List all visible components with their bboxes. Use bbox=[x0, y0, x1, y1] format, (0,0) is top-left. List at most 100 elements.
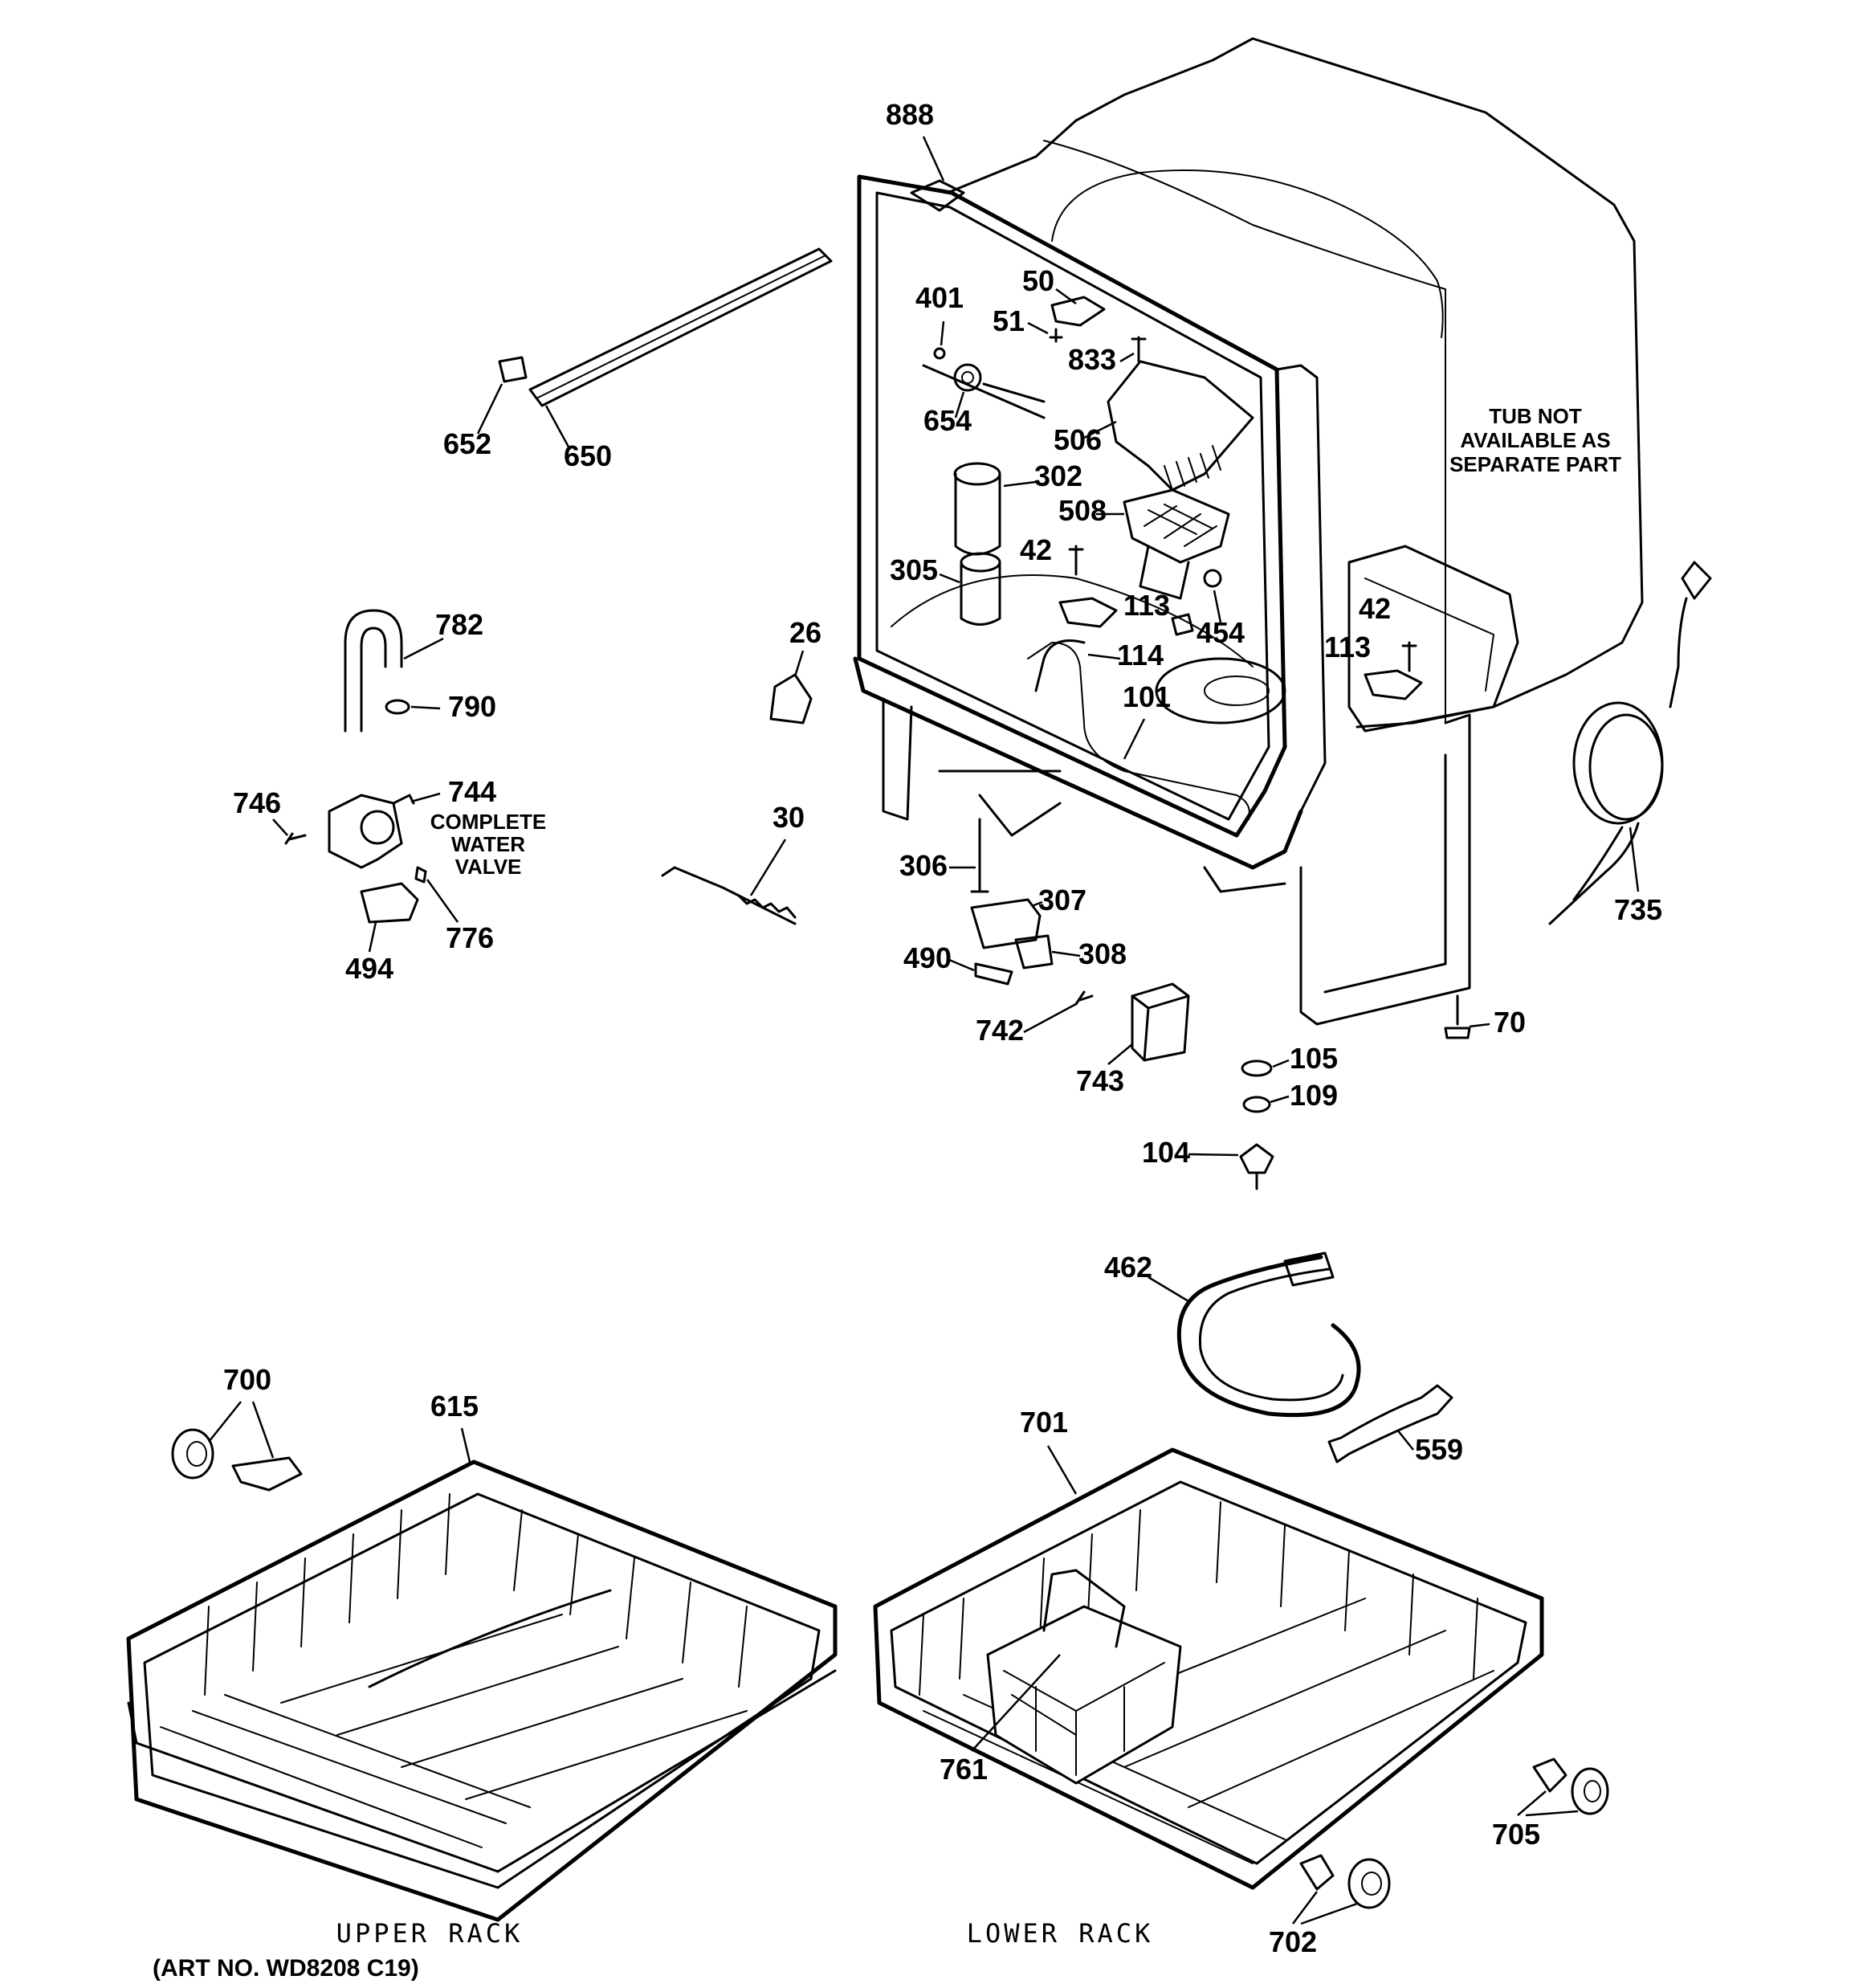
leader-702a bbox=[1292, 1891, 1318, 1925]
part-650-rail-detail bbox=[537, 255, 826, 398]
part-508-grid bbox=[1143, 504, 1217, 547]
part-735-coil-a bbox=[1572, 701, 1664, 825]
leader-104 bbox=[1188, 1153, 1239, 1157]
part-744-valve-port bbox=[360, 810, 395, 845]
part-305-cylinder bbox=[960, 561, 1001, 626]
part-50-bracket bbox=[1050, 296, 1106, 327]
leader-50 bbox=[1055, 288, 1077, 305]
part-508-stem bbox=[1139, 545, 1190, 600]
part-782-hose bbox=[344, 609, 403, 733]
part-label-746: 746 bbox=[233, 786, 281, 819]
part-label-790: 790 bbox=[448, 690, 496, 723]
part-700-wheel bbox=[171, 1428, 214, 1480]
upper-rack-outline bbox=[126, 1459, 838, 1922]
leader-650 bbox=[544, 405, 572, 451]
leader-702b bbox=[1300, 1902, 1358, 1925]
part-559-hose bbox=[1327, 1384, 1453, 1463]
part-705-wheel-hub bbox=[1584, 1780, 1601, 1802]
part-label-508: 508 bbox=[1058, 494, 1107, 527]
leader-lines bbox=[208, 136, 1640, 1925]
tub-base-legs bbox=[882, 697, 1286, 893]
tub-shell bbox=[946, 37, 1644, 729]
part-label-702: 702 bbox=[1269, 1925, 1317, 1958]
leader-790 bbox=[410, 705, 441, 710]
leader-742 bbox=[1023, 1002, 1077, 1034]
part-104-foot bbox=[1239, 1143, 1274, 1190]
part-label-308: 308 bbox=[1078, 937, 1127, 970]
part-776-fitting bbox=[414, 866, 427, 884]
part-label-105: 105 bbox=[1290, 1042, 1338, 1075]
part-702-wheel bbox=[1347, 1858, 1391, 1909]
part-743-box bbox=[1131, 982, 1190, 1062]
leader-109 bbox=[1270, 1095, 1290, 1104]
part-label-615: 615 bbox=[430, 1390, 479, 1423]
leader-833 bbox=[1119, 352, 1135, 363]
part-42-screw-b bbox=[1401, 641, 1417, 672]
part-label-652: 652 bbox=[443, 427, 491, 460]
part-454-disc bbox=[1203, 569, 1222, 588]
part-label-401: 401 bbox=[915, 281, 964, 314]
leader-744 bbox=[410, 792, 441, 803]
part-label-51: 51 bbox=[993, 304, 1025, 337]
part-70-leveling-leg bbox=[1444, 994, 1471, 1039]
part-label-782: 782 bbox=[435, 608, 483, 641]
leader-30 bbox=[749, 839, 787, 896]
part-302-cylinder bbox=[954, 472, 1001, 556]
part-742-screw bbox=[1074, 990, 1094, 1006]
valve-note-line3: VALVE bbox=[455, 855, 522, 879]
leader-700a bbox=[208, 1401, 242, 1443]
valve-note-line2: WATER bbox=[451, 832, 525, 856]
tub-side-panel bbox=[1347, 545, 1519, 733]
upper-rack-caption: UPPER RACK bbox=[336, 1918, 524, 1949]
tub-note-line1: TUB NOT bbox=[1489, 404, 1582, 428]
leader-559 bbox=[1396, 1429, 1414, 1451]
part-label-650: 650 bbox=[564, 439, 612, 472]
art-number: (ART NO. WD8208 C19) bbox=[153, 1955, 419, 1982]
part-746-screw bbox=[284, 832, 307, 845]
tub-dome bbox=[1051, 169, 1444, 338]
part-label-490: 490 bbox=[903, 941, 952, 974]
leader-743 bbox=[1107, 1043, 1133, 1065]
leader-782 bbox=[403, 637, 444, 660]
part-label-735: 735 bbox=[1614, 893, 1662, 926]
part-label-114: 114 bbox=[1117, 639, 1164, 672]
leader-51 bbox=[1027, 321, 1049, 335]
part-654-knob-inner bbox=[961, 371, 974, 384]
part-label-26: 26 bbox=[789, 616, 821, 649]
tub-note-line2: AVAILABLE AS bbox=[1460, 428, 1610, 452]
part-305-cylinder-top bbox=[960, 552, 1001, 573]
tub-front-frame-inner bbox=[875, 191, 1270, 821]
part-label-306: 306 bbox=[899, 849, 948, 882]
part-label-744: 744 bbox=[448, 775, 496, 808]
leader-114 bbox=[1087, 653, 1121, 660]
tub-flange-right bbox=[1275, 364, 1327, 813]
leader-401 bbox=[940, 320, 945, 346]
part-462-hose-end bbox=[1283, 1251, 1335, 1287]
tub-right-leg bbox=[1299, 713, 1471, 1026]
part-700-clip bbox=[231, 1456, 303, 1492]
part-label-494: 494 bbox=[345, 952, 393, 985]
part-42-screw-a bbox=[1068, 545, 1084, 576]
part-702-clip bbox=[1299, 1854, 1335, 1891]
part-label-50: 50 bbox=[1022, 264, 1054, 297]
tub-floor bbox=[891, 574, 1254, 667]
leader-105 bbox=[1272, 1059, 1290, 1068]
left-parts bbox=[284, 247, 833, 925]
part-label-113b: 113 bbox=[1324, 631, 1371, 663]
upper-rack-rail bbox=[127, 1669, 837, 1873]
part-label-654: 654 bbox=[923, 404, 972, 437]
part-26-clip bbox=[769, 673, 813, 725]
part-label-42a: 42 bbox=[1020, 533, 1052, 566]
leader-888 bbox=[922, 136, 945, 182]
upper-rack bbox=[126, 1428, 838, 1922]
tub-side-panel-inner bbox=[1364, 578, 1494, 692]
leader-307 bbox=[1031, 900, 1043, 908]
part-label-743: 743 bbox=[1076, 1064, 1124, 1097]
part-label-70: 70 bbox=[1494, 1006, 1526, 1039]
part-506-spray-arm bbox=[1107, 360, 1254, 492]
tub-shell-inner bbox=[1043, 140, 1446, 724]
part-label-742: 742 bbox=[976, 1014, 1024, 1047]
leader-101 bbox=[1123, 718, 1146, 760]
part-label-700: 700 bbox=[223, 1363, 271, 1396]
